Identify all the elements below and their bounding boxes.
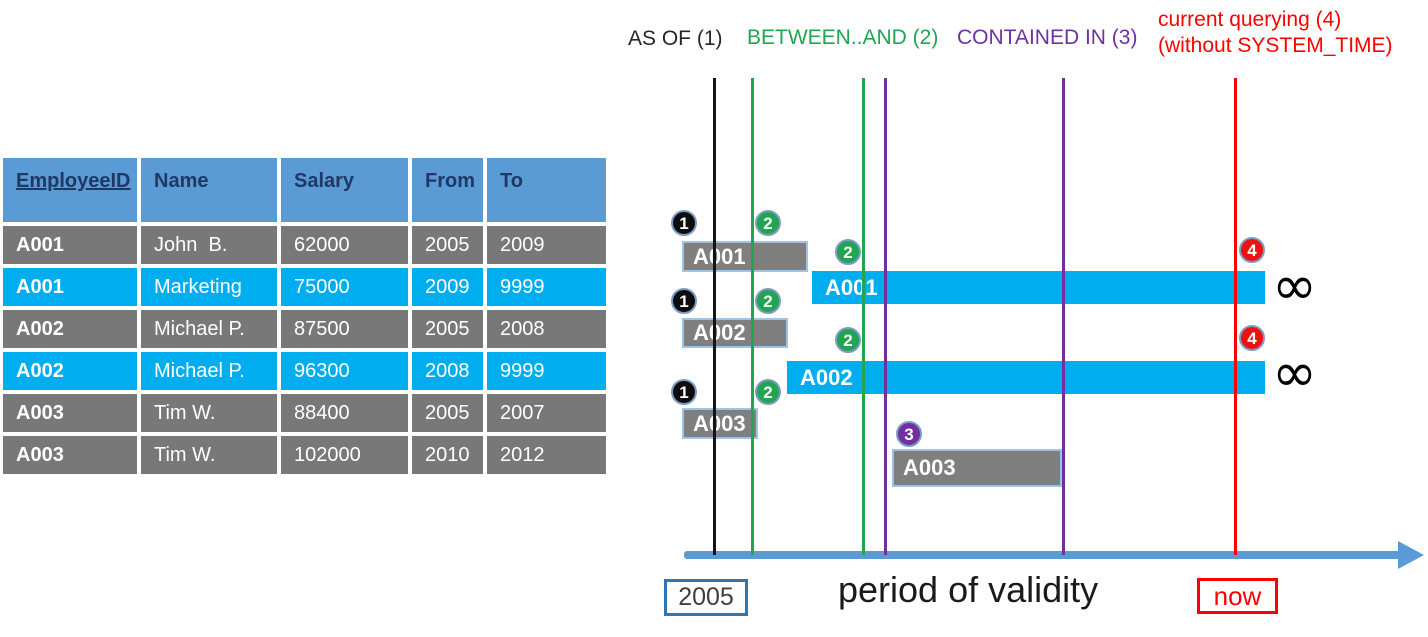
now-line [1234,78,1237,555]
cell-name: Tim W. [141,394,277,432]
table-row: A001 John B. 62000 2005 2009 [3,226,606,264]
badge-3-a003: 3 [896,421,922,447]
axis-now-box: now [1197,578,1278,614]
validity-bar-a002-current: A002 [787,361,1265,394]
badge-2-a003: 2 [755,379,781,405]
infinity-icon: ∞ [1272,341,1317,404]
timeline-arrowhead-icon [1398,541,1424,569]
cell-employeeid: A002 [3,352,137,390]
cell-salary: 96300 [281,352,408,390]
bar-label: A003 [903,455,956,480]
col-header-employeeid-label: EmployeeID [16,170,131,192]
between-start-line [751,78,754,555]
infinity-icon: ∞ [1272,254,1317,317]
legend-current-line2: (without SYSTEM_TIME) [1158,34,1393,57]
timeline-axis [684,551,1400,559]
cell-from: 2010 [412,436,483,474]
as-of-line [713,78,716,555]
badge-2-a001-current: 2 [835,239,861,265]
legend-as-of: AS OF (1) [628,27,723,50]
col-header-from: From [412,158,483,222]
table-row: A001 Marketing 75000 2009 9999 [3,268,606,306]
cell-name: Michael P. [141,310,277,348]
bar-label: A002 [693,320,746,345]
col-header-name: Name [141,158,277,222]
bar-label: A002 [800,364,853,390]
bar-label: A001 [693,243,746,269]
cell-employeeid: A002 [3,310,137,348]
cell-from: 2009 [412,268,483,306]
cell-to: 2008 [487,310,606,348]
badge-1-a001: 1 [671,210,697,236]
col-header-salary: Salary [281,158,408,222]
cell-name: Marketing [141,268,277,306]
badge-2-a002-history: 2 [755,288,781,314]
cell-employeeid: A003 [3,394,137,432]
cell-to: 2009 [487,226,606,264]
axis-start-year-box: 2005 [664,579,748,616]
legend-current-querying: current querying (4) (without SYSTEM_TIM… [1158,7,1393,59]
validity-bar-a001-history: A001 [682,241,808,272]
bar-label: A001 [825,274,878,300]
validity-bar-a003-history1: A003 [682,408,758,439]
cell-salary: 87500 [281,310,408,348]
table-header-row: EmployeeID Name Salary From To [3,158,606,222]
between-end-line [862,78,865,555]
badge-1-a003: 1 [671,379,697,405]
contained-start-line [884,78,887,555]
table-row: A003 Tim W. 88400 2005 2007 [3,394,606,432]
table-row: A003 Tim W. 102000 2010 2012 [3,436,606,474]
cell-employeeid: A001 [3,226,137,264]
validity-bar-a001-current: A001 [812,271,1265,304]
cell-employeeid: A003 [3,436,137,474]
employee-history-table: EmployeeID Name Salary From To A001 John… [0,154,610,478]
col-header-to: To [487,158,606,222]
cell-name: Tim W. [141,436,277,474]
cell-salary: 102000 [281,436,408,474]
badge-1-a002: 1 [671,288,697,314]
badge-2-a002-current: 2 [835,327,861,353]
badge-4-a002: 4 [1239,325,1265,351]
legend-contained-in: CONTAINED IN (3) [957,26,1138,49]
axis-title: period of validity [838,569,1099,610]
cell-to: 2007 [487,394,606,432]
badge-2-a001-history: 2 [755,210,781,236]
table-body: A001 John B. 62000 2005 2009 A001 Market… [3,226,606,474]
cell-to: 9999 [487,352,606,390]
legend-current-line1: current querying (4) [1158,8,1342,31]
cell-from: 2005 [412,226,483,264]
validity-bar-a002-history: A002 [682,318,788,348]
table-row: A002 Michael P. 96300 2008 9999 [3,352,606,390]
col-header-employeeid: EmployeeID [3,158,137,222]
bar-label: A003 [693,410,746,436]
cell-from: 2008 [412,352,483,390]
cell-to: 2012 [487,436,606,474]
table-header: EmployeeID Name Salary From To [3,158,606,222]
cell-name: Michael P. [141,352,277,390]
cell-employeeid: A001 [3,268,137,306]
cell-salary: 75000 [281,268,408,306]
table-row: A002 Michael P. 87500 2005 2008 [3,310,606,348]
contained-end-line [1062,78,1065,555]
cell-from: 2005 [412,310,483,348]
cell-to: 9999 [487,268,606,306]
badge-4-a001: 4 [1239,237,1265,263]
cell-from: 2005 [412,394,483,432]
validity-bar-a003-history2: A003 [892,449,1062,487]
cell-salary: 88400 [281,394,408,432]
cell-salary: 62000 [281,226,408,264]
legend-between-and: BETWEEN..AND (2) [747,26,939,49]
cell-name: John B. [141,226,277,264]
